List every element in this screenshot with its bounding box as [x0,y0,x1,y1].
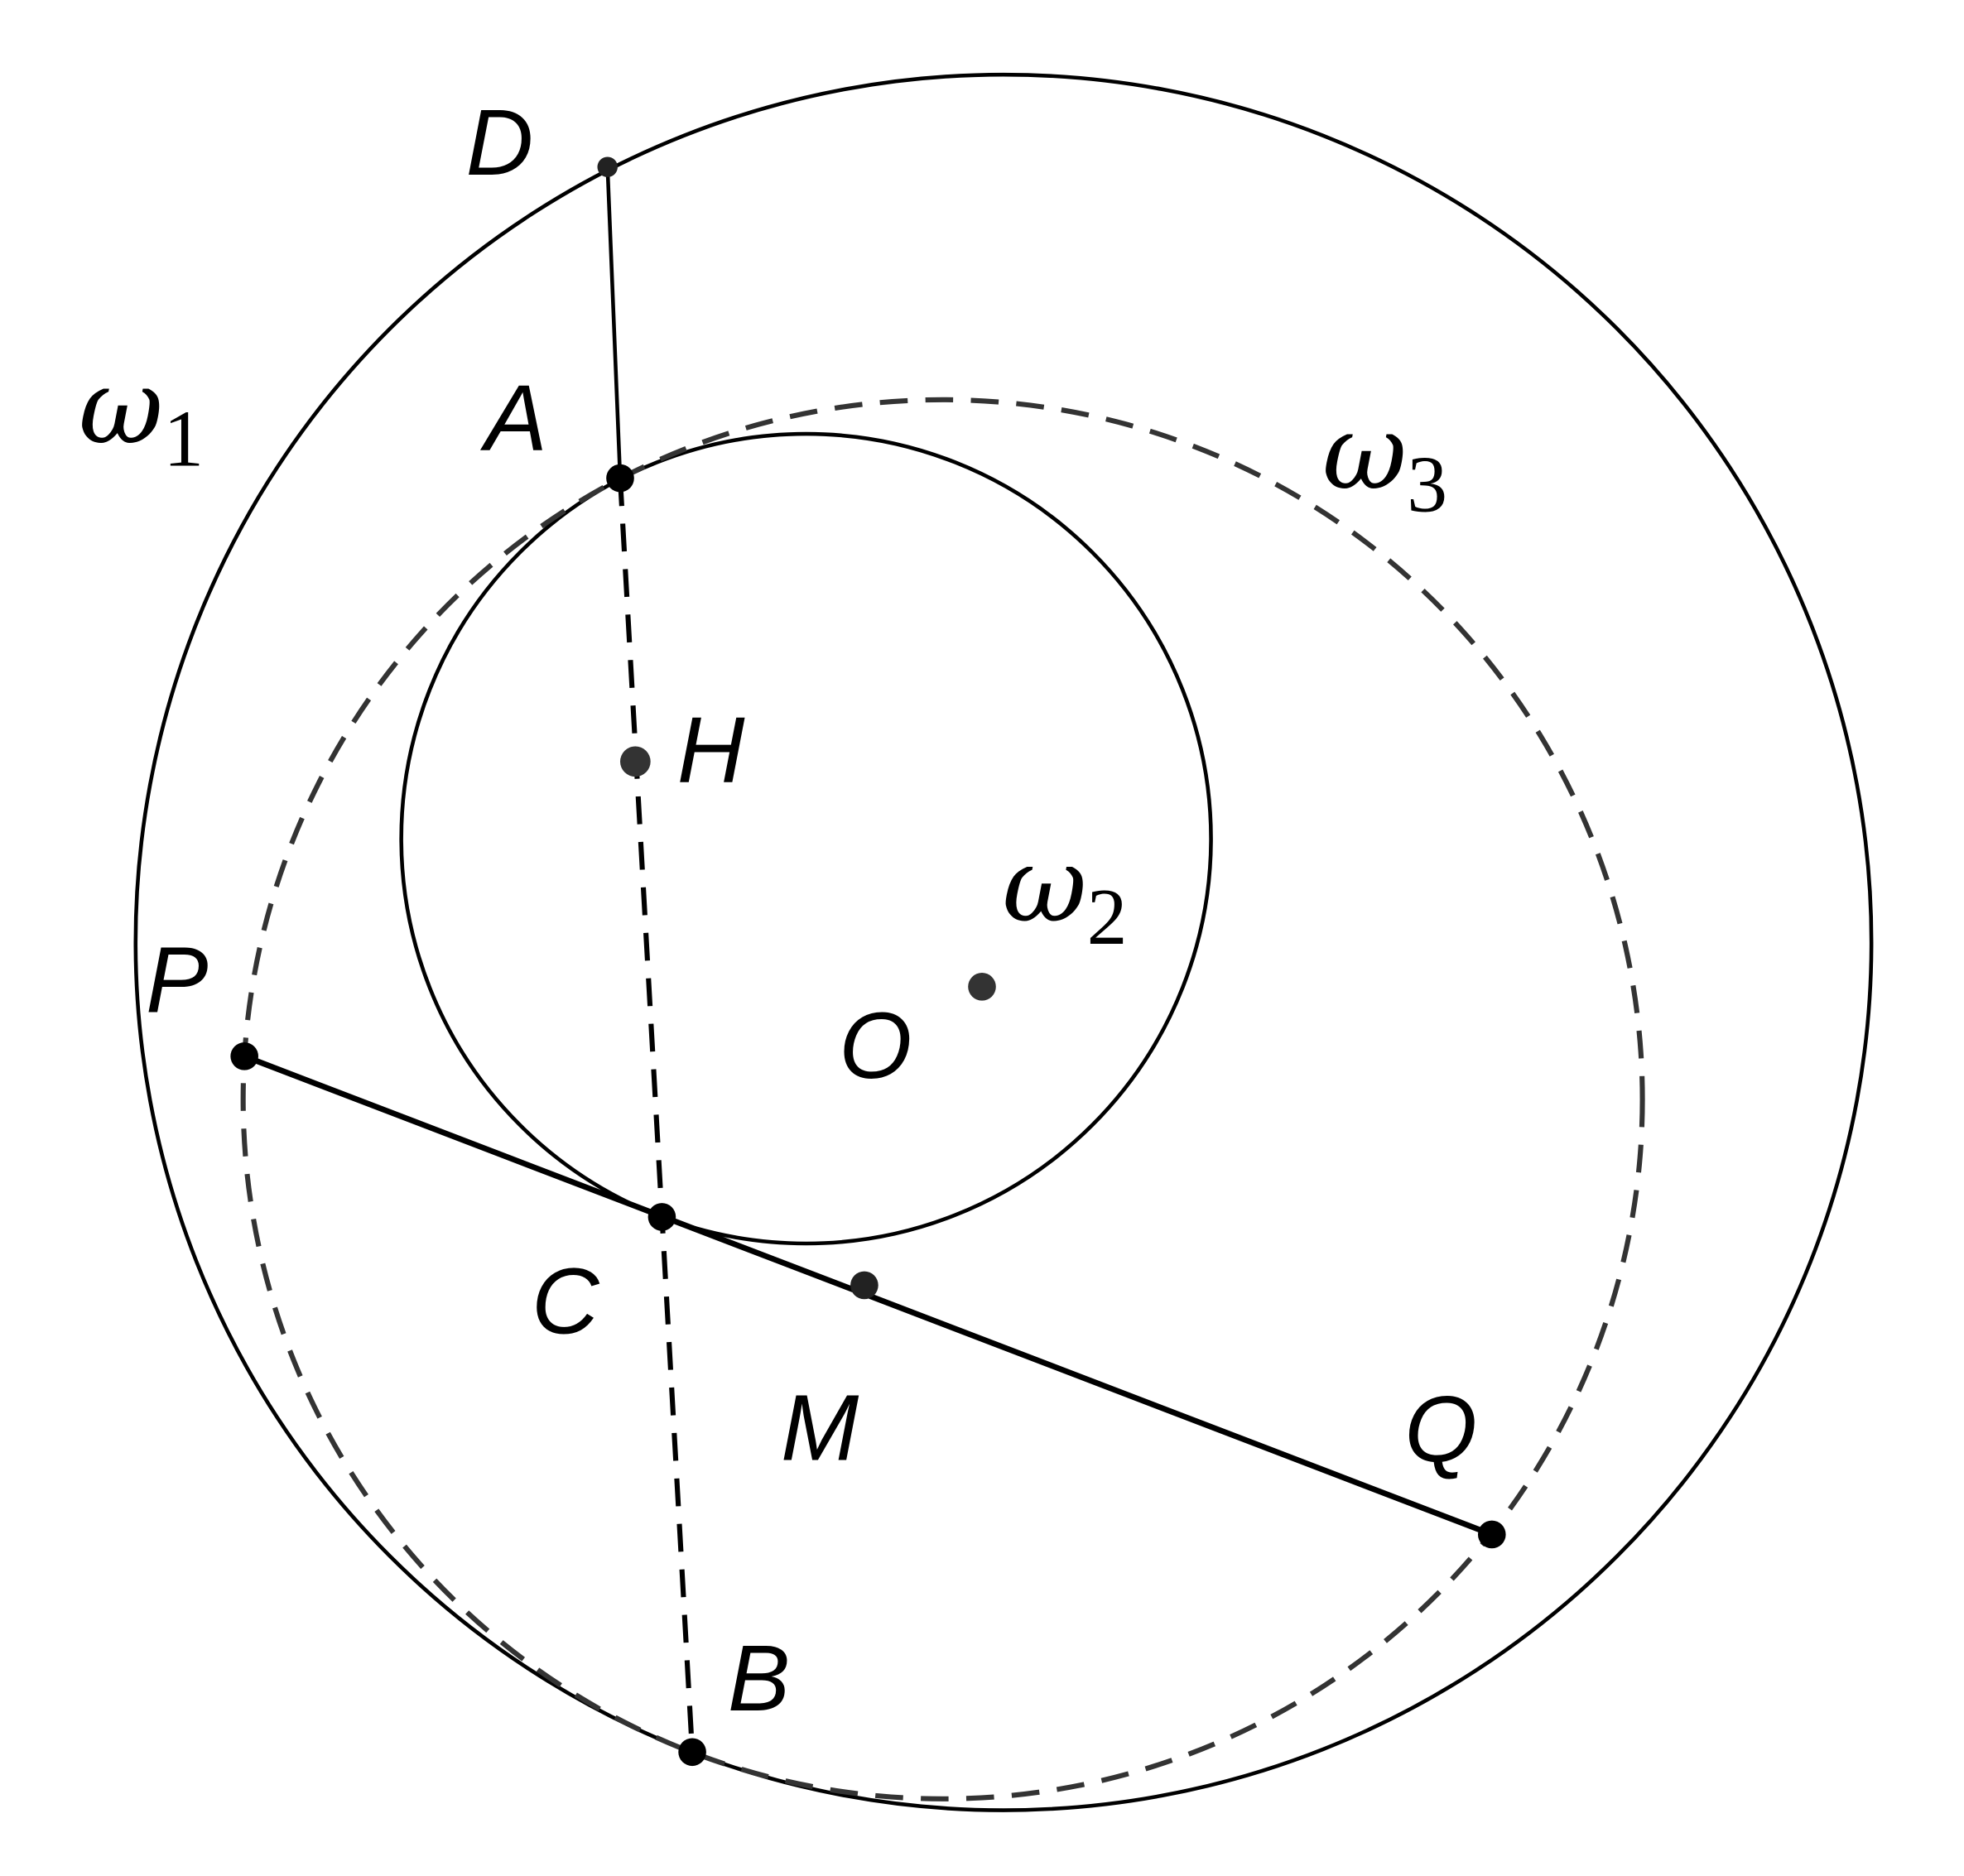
segment-DA [605,166,623,479]
label-C: C [532,1248,600,1353]
label-omega1: ω1 [79,347,204,484]
label-Q: Q [1404,1377,1477,1481]
label-P: P [146,927,208,1032]
label-O: O [839,993,912,1098]
point-C [647,1203,676,1231]
label-A: A [480,366,547,470]
circle-omega1 [133,72,1874,1812]
label-B: B [728,1626,790,1730]
point-Q [1477,1520,1506,1549]
point-D [597,156,618,177]
label-omega3: ω3 [1322,392,1447,530]
label-H: H [677,697,745,801]
point-P [230,1042,258,1070]
point-M [850,1271,879,1300]
circle-omega3 [240,397,1645,1801]
point-A [606,464,634,493]
point-H [619,746,651,777]
point-B [678,1738,706,1767]
point-O [968,973,996,1001]
label-M: M [781,1375,859,1479]
label-D: D [466,90,534,195]
segment-AB [617,478,696,1753]
label-omega2: ω2 [1002,825,1127,962]
circle-omega2 [399,431,1213,1246]
